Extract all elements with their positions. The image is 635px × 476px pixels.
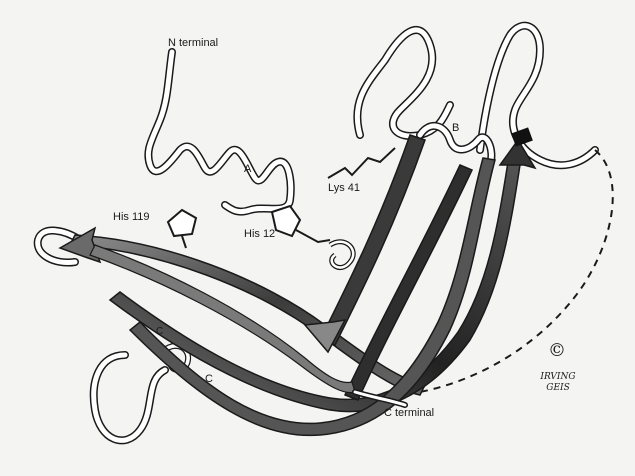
- lower-left-loop: [94, 355, 165, 440]
- lys41-sidechain: [328, 148, 395, 178]
- n-terminal-label: N terminal: [168, 37, 218, 49]
- his119-ring: [168, 210, 196, 236]
- copyright-symbol: ©: [548, 340, 566, 361]
- lys41-label: Lys 41: [328, 182, 360, 194]
- helix-c-label: C: [205, 373, 213, 385]
- his12-ring: [272, 206, 300, 236]
- artist-signature: IRVING GEIS: [538, 372, 578, 394]
- c-terminal-label: C terminal: [384, 407, 434, 419]
- helix-a-label: A: [244, 163, 251, 175]
- his119-label: His 119: [113, 211, 149, 223]
- his12-label: His 12: [244, 228, 275, 240]
- helix-b-label: B: [452, 122, 459, 134]
- strand-c-label: C: [156, 326, 163, 337]
